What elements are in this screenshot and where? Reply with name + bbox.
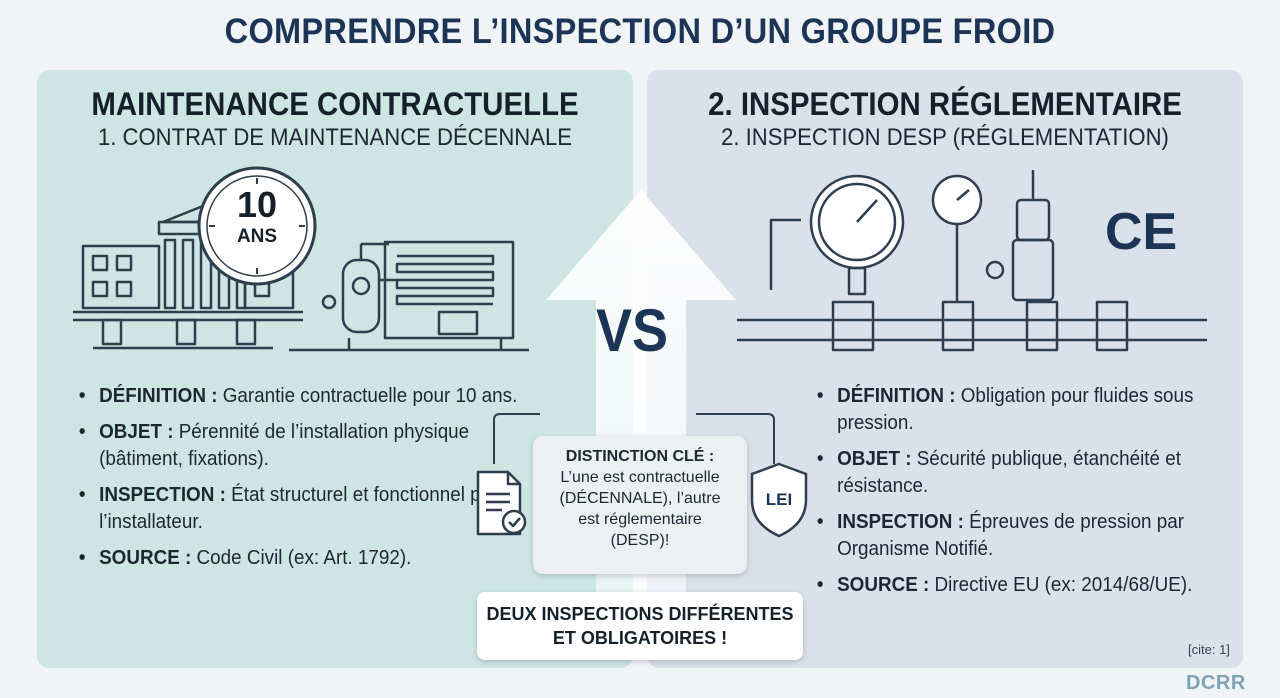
inspection-title: 2. INSPECTION RÉGLEMENTAIRE [708, 86, 1182, 122]
maintenance-panel: MAINTENANCE CONTRACTUELLE 1. CONTRAT DE … [37, 70, 633, 668]
inspection-subtitle: 2. INSPECTION DESP (RÉGLEMENTATION) [721, 124, 1169, 151]
inspection-bullets: DÉFINITION : Obligation pour fluides sou… [815, 382, 1238, 607]
conclusion-line-2: ET OBLIGATOIRES ! [552, 628, 728, 648]
maintenance-title: MAINTENANCE CONTRACTUELLE [91, 86, 579, 122]
clock-unit: ANS [236, 226, 278, 247]
pressure-gauge-icon [737, 170, 1207, 352]
refrigeration-unit-icon [289, 240, 529, 352]
clock-number: 10 [236, 184, 278, 225]
inspection-panel: 2. INSPECTION RÉGLEMENTAIRE 2. INSPECTIO… [647, 70, 1243, 668]
ce-mark: CE [1105, 203, 1178, 261]
list-item: OBJET : Pérennité de l’installation phys… [77, 418, 537, 472]
list-item: INSPECTION : État structurel et fonction… [77, 481, 537, 535]
distinction-title: DISTINCTION CLÉ : [565, 448, 715, 465]
maintenance-bullets: DÉFINITION : Garantie contractuelle pour… [77, 382, 537, 580]
list-item: INSPECTION : Épreuves de pression par Or… [815, 508, 1238, 562]
up-arrow-icon [546, 190, 736, 600]
document-check-icon [476, 470, 527, 536]
distinction-text: L’une est contractuelle (DÉCENNALE), l’a… [559, 469, 721, 549]
list-item: OBJET : Sécurité publique, étanchéité et… [815, 445, 1238, 499]
conclusion-line-1: DEUX INSPECTIONS DIFFÉRENTES [486, 604, 794, 624]
list-item: SOURCE : Directive EU (ex: 2014/68/UE). [815, 571, 1238, 598]
citation: [cite: 1] [1188, 642, 1230, 657]
main-title: COMPRENDRE L’INSPECTION D’UN GROUPE FROI… [224, 12, 1056, 51]
connector-lines [493, 413, 775, 464]
list-item: DÉFINITION : Garantie contractuelle pour… [77, 382, 537, 409]
list-item: SOURCE : Code Civil (ex: Art. 1792). [77, 544, 537, 571]
vs-label: VS [596, 297, 669, 364]
conclusion-box: DEUX INSPECTIONS DIFFÉRENTES ET OBLIGATO… [477, 592, 803, 660]
clock-icon [197, 166, 317, 286]
distinction-box: DISTINCTION CLÉ : L’une est contractuell… [533, 436, 747, 574]
shield-label: LEI [765, 490, 793, 509]
maintenance-subtitle: 1. CONTRAT DE MAINTENANCE DÉCENNALE [97, 124, 572, 151]
logo: DCRR [1186, 672, 1246, 694]
list-item: DÉFINITION : Obligation pour fluides sou… [815, 382, 1238, 436]
shield-icon [750, 462, 808, 538]
